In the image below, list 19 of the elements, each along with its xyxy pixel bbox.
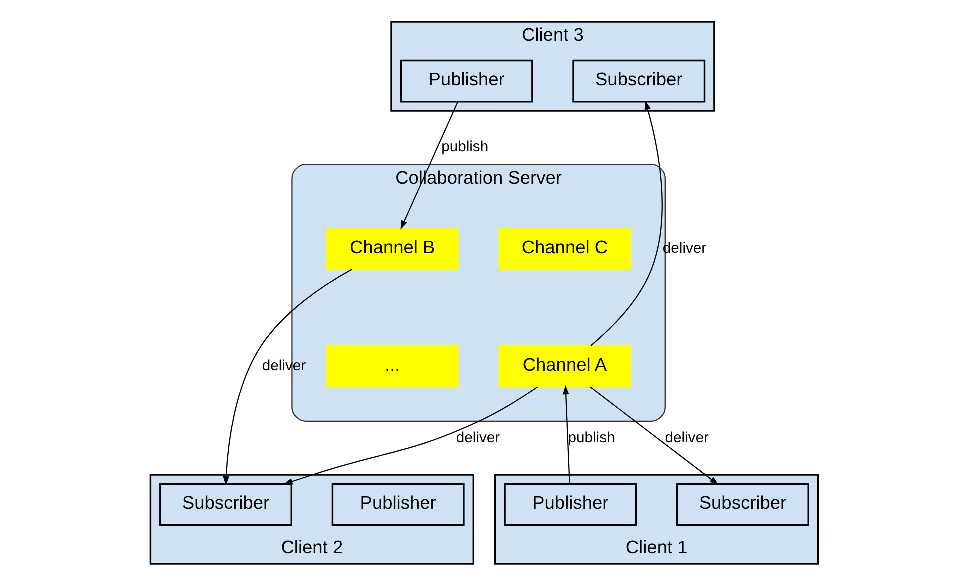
edge-label: deliver	[665, 430, 709, 446]
arrow	[284, 386, 538, 485]
node-box: ...	[326, 346, 459, 388]
node-box: Channel C	[498, 228, 632, 270]
arrow	[223, 269, 352, 486]
node-box: Subscriber	[572, 60, 706, 103]
node-box: Publisher	[332, 483, 465, 526]
node-box: Publisher	[400, 60, 534, 103]
edge-label: publish	[568, 430, 616, 446]
node-box: Channel B	[326, 228, 459, 270]
node-box: Publisher	[504, 483, 638, 526]
node-box: Subscriber	[160, 483, 292, 526]
edge-label: deliver	[456, 430, 500, 446]
node-box: Subscriber	[676, 483, 810, 526]
node-box: Channel A	[498, 346, 632, 388]
arrow	[562, 385, 570, 484]
edge-label: publish	[442, 139, 489, 156]
arrow	[590, 386, 719, 486]
arrow	[590, 100, 663, 346]
